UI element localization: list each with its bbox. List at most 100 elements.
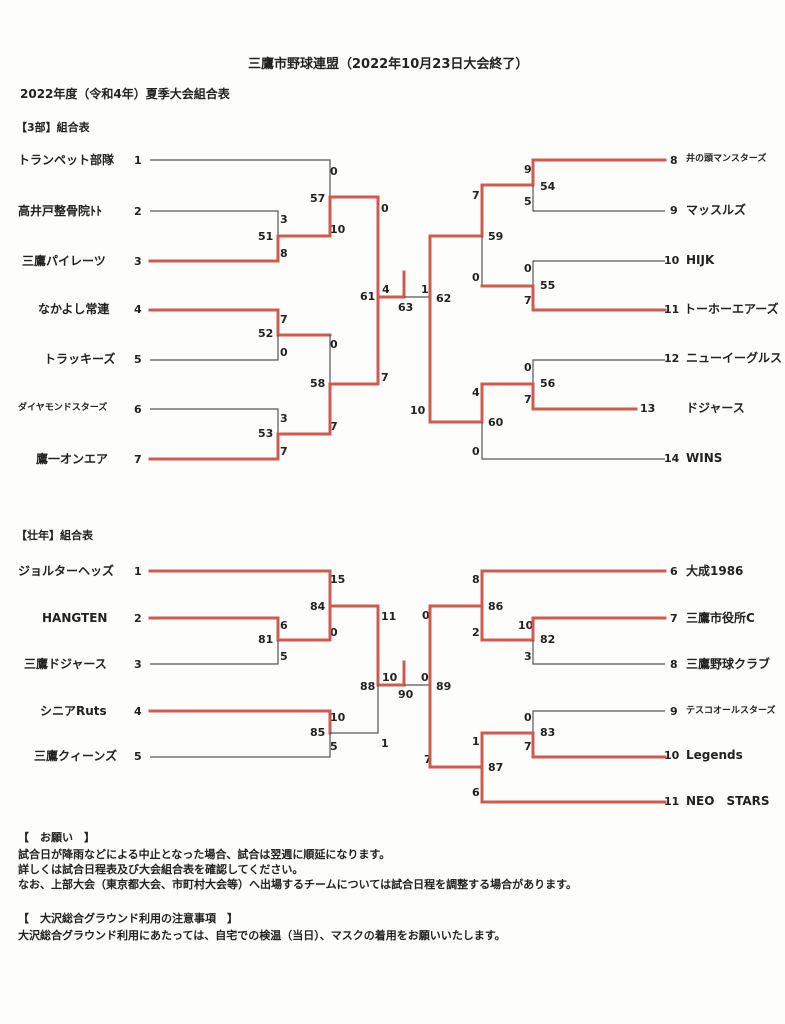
winner-line	[148, 604, 332, 642]
score: 8	[472, 573, 480, 586]
score: 0	[280, 346, 288, 359]
div3-team-no: 12	[664, 352, 680, 365]
div3-team-name: 鷹一オンエア	[36, 452, 109, 466]
winner-line	[428, 295, 638, 424]
winner-line	[148, 569, 406, 687]
score: 7	[524, 294, 532, 307]
div3-team-no: 7	[134, 453, 142, 466]
match-number: 89	[436, 680, 452, 693]
score: 6	[280, 619, 288, 632]
match-number: 60	[488, 416, 504, 429]
score: 0	[524, 361, 532, 374]
senior-team-no: 1	[134, 565, 142, 578]
senior-team-name: 大成1986	[686, 564, 744, 578]
match-number: 57	[310, 192, 326, 205]
senior-team-name: 三鷹ドジャース	[24, 657, 107, 671]
div3-team-no: 10	[664, 254, 680, 267]
score: 10	[518, 619, 534, 632]
bracket-line	[532, 640, 665, 665]
winner-line	[428, 569, 667, 687]
senior-section-title: 【壮年】組合表	[16, 529, 93, 542]
div3-section-title: 【3部】組合表	[16, 121, 90, 134]
notes-heading: 【 お願い 】	[18, 831, 95, 844]
senior-team-no: 5	[134, 750, 142, 763]
senior-team-no: 7	[670, 612, 678, 625]
div3-team-name: 高井戸整骨院ﾄﾄ	[18, 204, 103, 218]
div3-team-no: 1	[134, 154, 142, 167]
score: 0	[330, 338, 338, 351]
score: 7	[524, 740, 532, 753]
winner-line	[480, 284, 667, 312]
winner-line	[148, 308, 332, 337]
winner-line	[480, 731, 667, 769]
senior-team-name: Legends	[686, 748, 743, 762]
senior-team-name: NEO STARS	[686, 794, 770, 808]
score: 7	[280, 313, 288, 326]
score: 0	[422, 609, 430, 622]
match-number: 52	[258, 327, 274, 340]
match-number: 54	[540, 180, 556, 193]
senior-team-no: 4	[134, 705, 142, 718]
div3-team-no: 5	[134, 353, 142, 366]
score: 8	[280, 247, 288, 260]
score: 5	[280, 650, 288, 663]
match-number: 88	[360, 680, 376, 693]
senior-team-no: 6	[670, 565, 678, 578]
match-number: 85	[310, 726, 326, 739]
score: 0	[330, 626, 338, 639]
score: 7	[472, 189, 480, 202]
score: 2	[472, 626, 480, 639]
score: 0	[381, 202, 389, 215]
score: 3	[524, 650, 532, 663]
senior-team-name: HANGTEN	[42, 611, 108, 625]
match-number: 87	[488, 761, 504, 774]
bracket-line	[150, 159, 331, 197]
div3-team-no: 14	[664, 452, 680, 465]
score: 0	[330, 165, 338, 178]
score: 10	[330, 223, 346, 236]
div3-team-name: なかよし常連	[38, 302, 110, 316]
div3-team-no: 8	[670, 154, 678, 167]
winner-line	[480, 604, 667, 642]
bracket-line	[532, 185, 665, 212]
notes-line: なお、上部大会（東京都大会、市町村大会等）へ出場するチームについては試合日程を調…	[18, 878, 578, 891]
match-number: 81	[258, 633, 274, 646]
bracket-line	[150, 408, 279, 434]
score: 10	[382, 671, 398, 684]
div3-team-name: ニューイーグルス	[686, 351, 783, 365]
score: 0	[472, 445, 480, 458]
bracket-line	[532, 359, 665, 384]
score: 1	[472, 735, 480, 748]
senior-team-name: テスコオールスターズ	[686, 706, 776, 716]
score: 3	[280, 213, 288, 226]
winner-line	[428, 158, 667, 299]
winner-line	[428, 683, 667, 804]
senior-team-no: 11	[664, 795, 680, 808]
score: 10	[410, 404, 426, 417]
score: 0	[524, 262, 532, 275]
div3-team-no: 6	[134, 403, 142, 416]
page-title: 三鷹市野球連盟（2022年10月23日大会終了）	[248, 57, 529, 72]
score: 6	[472, 786, 480, 799]
div3-team-no: 13	[640, 402, 656, 415]
bracket-line	[150, 685, 379, 758]
bracket-line	[481, 236, 665, 287]
score: 4	[382, 283, 390, 296]
score: 7	[330, 420, 338, 433]
match-number: 62	[436, 292, 452, 305]
bracket-line	[150, 640, 279, 665]
match-number: 51	[258, 230, 274, 243]
score: 7	[381, 371, 389, 384]
match-number: 63	[398, 301, 414, 314]
div3-team-no: 9	[670, 204, 678, 217]
div3-team-no: 11	[664, 303, 680, 316]
score: 5	[330, 740, 338, 753]
score: 1	[381, 737, 389, 750]
match-number: 53	[258, 427, 274, 440]
senior-team-name: 三鷹野球クラブ	[686, 657, 771, 671]
match-number: 90	[398, 688, 414, 701]
bracket-line	[329, 297, 379, 385]
div3-team-no: 4	[134, 303, 142, 316]
match-number: 82	[540, 633, 556, 646]
